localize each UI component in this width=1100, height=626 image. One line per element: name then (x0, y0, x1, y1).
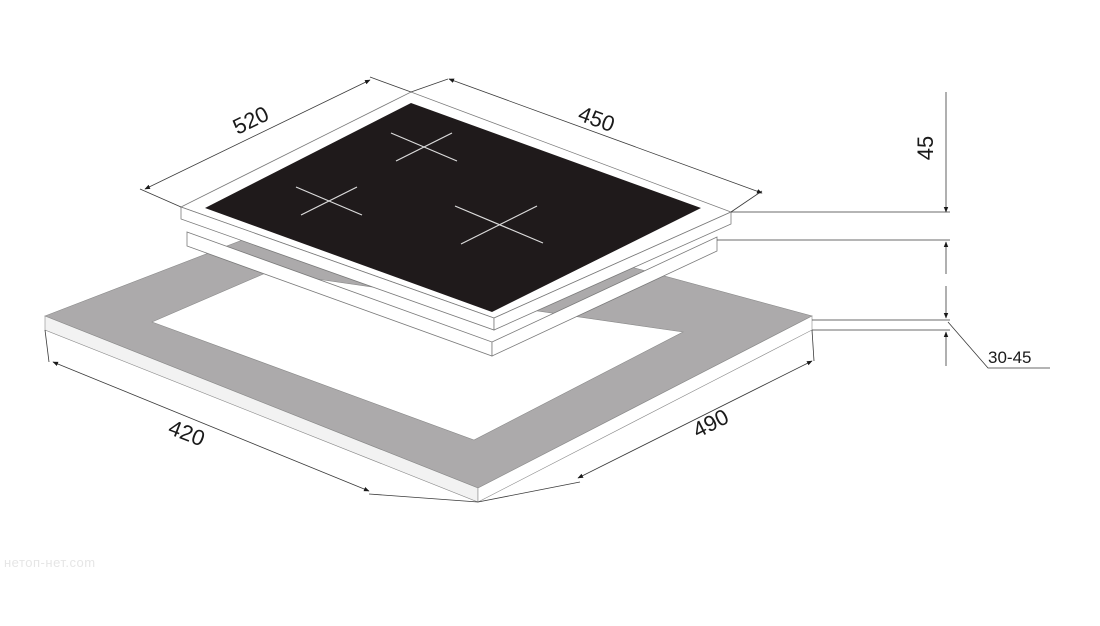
dimension-hob-width: 450 (410, 78, 763, 213)
countertop-thickness-label: 30-45 (988, 348, 1031, 367)
burner-right-large (454, 205, 544, 245)
dimension-cutout-width: 490 (477, 329, 815, 503)
countertop-right-edge (477, 315, 813, 503)
dimension-hob-thickness: 45 (717, 92, 950, 274)
hob-width-label: 450 (575, 101, 618, 137)
hob-depth-label: 520 (229, 101, 273, 140)
burner-left (295, 186, 363, 216)
cutout-width-label: 490 (689, 404, 733, 443)
hob-frame-right-edge (493, 211, 732, 331)
hob-thickness-label: 45 (913, 136, 938, 160)
watermark: нетоп-нет.com (4, 555, 96, 570)
hob-right-side (491, 236, 718, 357)
countertop-front-edge (44, 315, 479, 503)
cutout-depth-label: 420 (165, 415, 208, 451)
dimension-countertop-thickness: 30-45 (812, 286, 1050, 369)
burner-back (390, 132, 458, 162)
